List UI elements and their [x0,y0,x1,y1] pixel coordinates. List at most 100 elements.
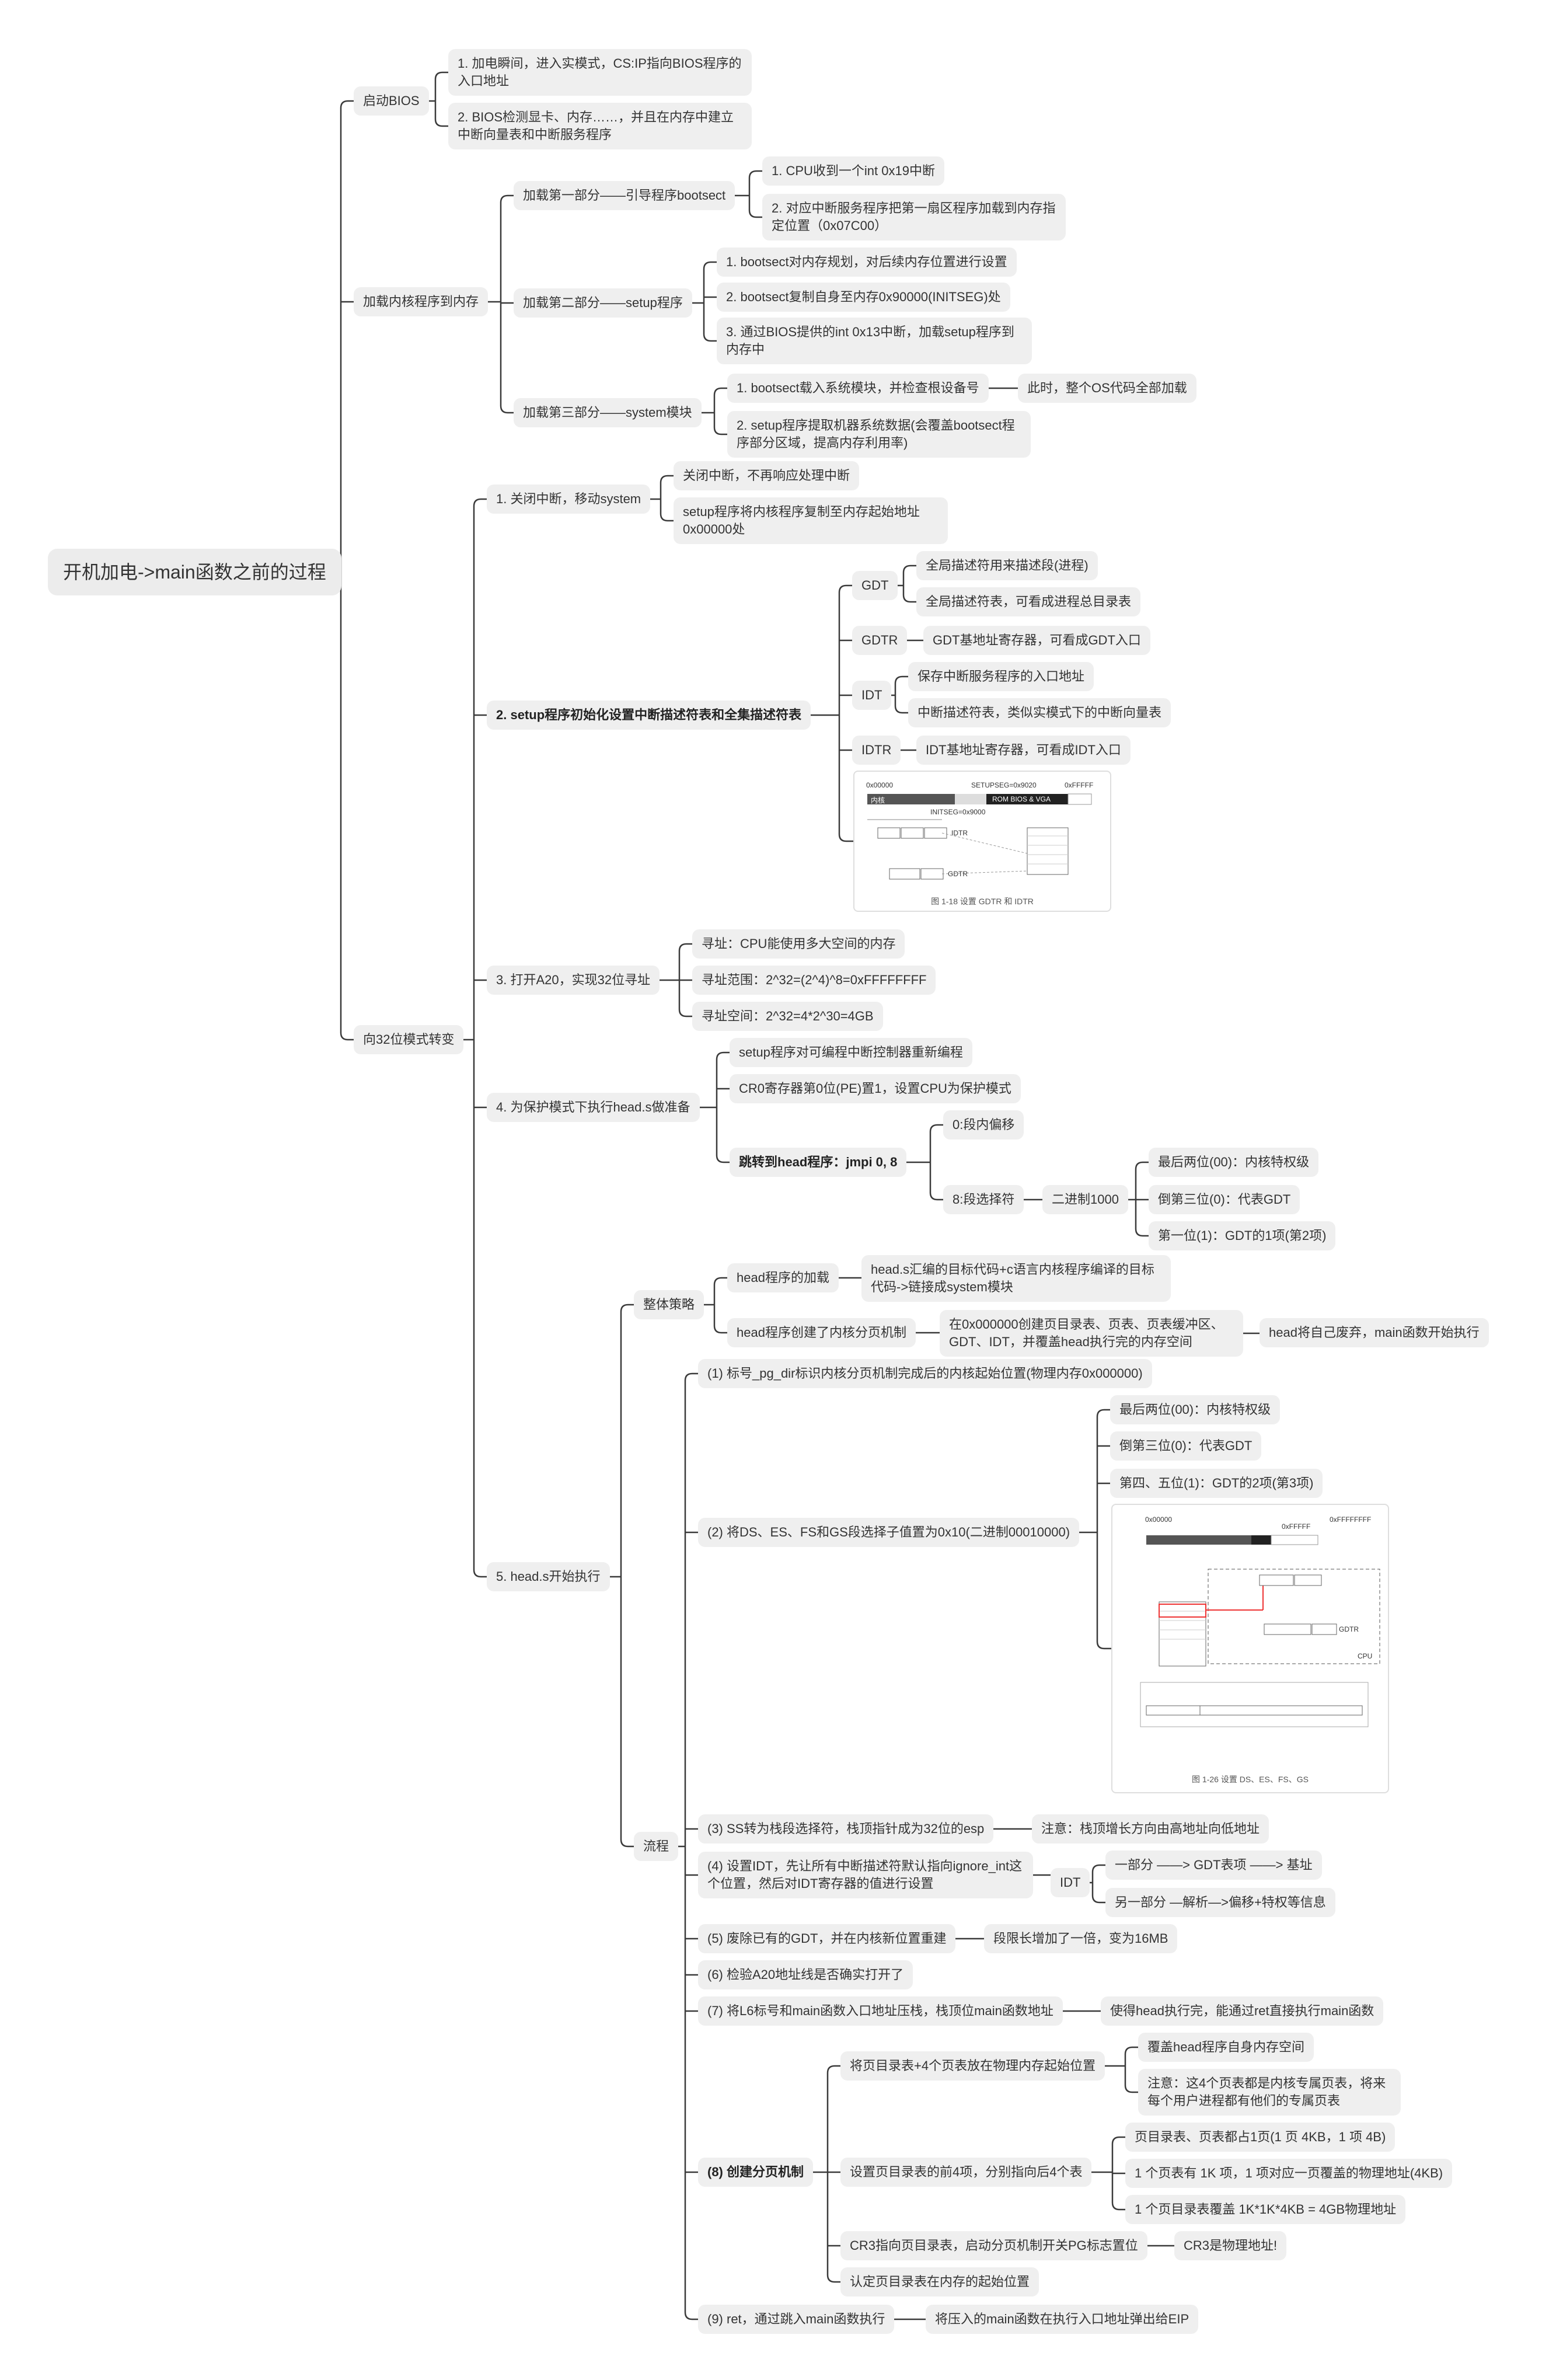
load-part3-node[interactable]: 加载第三部分——system模块 [514,398,702,427]
overall-strategy-node[interactable]: 整体策略 [634,1290,704,1319]
gdtr-item[interactable]: GDT基地址寄存器，可看成GDT入口 [923,626,1150,655]
connector [826,2065,835,2283]
flow-step-4-item-1[interactable]: 一部分 ——> GDT表项 ——> 基址 [1105,1851,1322,1880]
fig2-caption: 图 1-26 设置 DS、ES、FS、GS [1192,1775,1309,1784]
jump-offset[interactable]: 0:段内偏移 [943,1110,1024,1140]
part1-item-1[interactable]: 1. CPU收到一个int 0x19中断 [762,156,944,186]
step3-item-1[interactable]: 寻址：CPU能使用多大空间的内存 [692,929,905,959]
selector-bit-2[interactable]: 倒第三位(0)：代表GDT [1149,1185,1300,1214]
step1-item-1[interactable]: 关闭中断，不再响应处理中断 [674,461,860,490]
flow-step-8a[interactable]: 将页目录表+4个页表放在物理内存起始位置 [840,2051,1105,2081]
selector-bit-3[interactable]: 第一位(1)：GDT的1项(第2项) [1149,1221,1336,1250]
flow-step-8a-item-2[interactable]: 注意：这4个页表都是内核专属页表，将来每个用户进程都有他们的专属页表 [1138,2069,1401,2116]
flow-node[interactable]: 流程 [634,1832,679,1861]
flow-step-5-note[interactable]: 段限长增加了一倍，变为16MB [984,1924,1178,1953]
connector [703,261,711,342]
flow-step-4[interactable]: (4) 设置IDT，先让所有中断描述符默认指向ignore_int这个位置，然后… [698,1852,1033,1898]
fig2-cpu: CPU [1358,1652,1373,1660]
connector [902,564,911,603]
part2-item-1[interactable]: 1. bootsect对内存规划，对后续内存位置进行设置 [717,248,1017,277]
flow-step-9-note[interactable]: 将压入的main函数在执行入口地址弹出给EIP [926,2305,1199,2334]
flow-step-8b[interactable]: 设置页目录表的前4项，分别指向后4个表 [840,2158,1092,2187]
part3-note[interactable]: 此时，整个OS代码全部加载 [1018,374,1196,403]
flow-step-4-idt[interactable]: IDT [1051,1868,1090,1897]
connector [500,194,508,414]
idtr-node[interactable]: IDTR [852,736,901,765]
gdtr-node[interactable]: GDTR [852,626,908,655]
part3-item-2[interactable]: 2. setup程序提取机器系统数据(会覆盖bootsect程序部分区域，提高内… [727,411,1031,458]
flow-step-3[interactable]: (3) SS转为栈段选择符，栈顶指针成为32位的esp [698,1814,994,1844]
step4-node[interactable]: 4. 为保护模式下执行head.s做准备 [487,1093,700,1122]
mode32-node[interactable]: 向32位模式转变 [354,1025,464,1054]
flow-step-7[interactable]: (7) 将L6标号和main函数入口地址压栈，栈顶位main函数地址 [698,1996,1063,2026]
part2-item-2[interactable]: 2. bootsect复制自身至内存0x90000(INITSEG)处 [717,283,1010,312]
flow-step-8a-item-1[interactable]: 覆盖head程序自身内存空间 [1138,2033,1314,2062]
head-load-desc[interactable]: head.s汇编的目标代码+c语言内核程序编译的目标代码->链接成system模… [861,1255,1171,1302]
jump-selector[interactable]: 8:段选择符 [943,1185,1024,1214]
step4-jump-node[interactable]: 跳转到head程序：jmpi 0, 8 [730,1148,907,1177]
step1-node[interactable]: 1. 关闭中断，移动system [487,485,651,514]
head-load-node[interactable]: head程序的加载 [727,1263,839,1292]
root-node[interactable]: 开机加电->main函数之前的过程 [48,549,341,595]
step3-item-3[interactable]: 寻址空间：2^32=4*2^30=4GB [692,1002,883,1031]
flow-step-8c[interactable]: CR3指向页目录表，启动分页机制开关PG标志置位 [840,2231,1147,2260]
idt-item-1[interactable]: 保存中断服务程序的入口地址 [908,662,1094,691]
flow-step-1[interactable]: (1) 标号_pg_dir标识内核分页机制完成后的内核起始位置(物理内存0x00… [698,1359,1152,1388]
gdt-node[interactable]: GDT [852,571,898,600]
load-part2-node[interactable]: 加载第二部分——setup程序 [514,288,692,318]
flow-step-6[interactable]: (6) 检验A20地址线是否确实打开了 [698,1960,913,1989]
flow-step-9[interactable]: (9) ret，通过跳入main函数执行 [698,2305,895,2334]
flow-step-2-bit-3[interactable]: 第四、五位(1)：GDT的2项(第3项) [1110,1469,1323,1498]
head-paging-note[interactable]: head将自己废弃，main函数开始执行 [1260,1318,1489,1347]
flow-step-8d[interactable]: 认定页目录表在内存的起始位置 [840,2267,1039,2297]
idt-node[interactable]: IDT [852,681,892,710]
boot-bios-node[interactable]: 启动BIOS [354,86,429,116]
step2-node[interactable]: 2. setup程序初始化设置中断描述符表和全集描述符表 [487,701,811,730]
flow-step-7-note[interactable]: 使得head执行完，能通过ret直接执行main函数 [1101,1996,1384,2026]
flow-step-8c-note[interactable]: CR3是物理地址! [1174,2231,1287,2260]
part2-item-3[interactable]: 3. 通过BIOS提供的int 0x13中断，加载setup程序到内存中 [717,318,1032,364]
fig-addr-start: 0x00000 [866,781,894,789]
flow-step-2-bit-1[interactable]: 最后两位(00)：内核特权级 [1110,1395,1281,1424]
fig-kernel: 内核 [871,796,885,804]
connector [473,498,482,1578]
connector [929,1124,938,1201]
flow-step-8b-item-3[interactable]: 1 个页目录表覆盖 1K*1K*4KB = 4GB物理地址 [1125,2195,1406,2224]
gdt-item-2[interactable]: 全局描述符表，可看成进程总目录表 [916,587,1141,616]
boot-bios-item-1[interactable]: 1. 加电瞬间，进入实模式，CS:IP指向BIOS程序的入口地址 [448,49,752,96]
flow-step-3-note[interactable]: 注意：栈顶增长方向由高地址向低地址 [1032,1814,1269,1844]
flow-step-5[interactable]: (5) 废除已有的GDT，并在内核新位置重建 [698,1924,956,1953]
head-paging-desc[interactable]: 在0x000000创建页目录表、页表、页表缓冲区、GDT、IDT，并覆盖head… [940,1310,1243,1357]
step3-item-2[interactable]: 寻址范围：2^32=(2^4)^8=0xFFFFFFFF [692,966,936,995]
fig-gdtr: GDTR [948,870,968,878]
selector-bit-1[interactable]: 最后两位(00)：内核特权级 [1149,1148,1319,1177]
load-kernel-node[interactable]: 加载内核程序到内存 [354,287,489,316]
flow-step-8b-item-2[interactable]: 1 个页表有 1K 项，1 项对应一页覆盖的物理地址(4KB) [1125,2159,1453,2188]
connector [434,71,443,127]
boot-bios-item-2[interactable]: 2. BIOS检测显卡、内存……，并且在内存中建立中断向量表和中断服务程序 [448,103,752,149]
flow-step-8b-item-1[interactable]: 页目录表、页表都占1页(1 页 4KB，1 项 4B) [1125,2123,1396,2152]
step5-node[interactable]: 5. head.s开始执行 [487,1562,610,1591]
flow-step-2[interactable]: (2) 将DS、ES、FS和GS段选择子值置为0x10(二进制00010000) [698,1518,1080,1547]
load-part1-node[interactable]: 加载第一部分——引导程序bootsect [514,181,735,210]
connector [1124,2046,1133,2093]
gdt-item-1[interactable]: 全局描述符用来描述段(进程) [916,551,1098,580]
fig2-addr-end: 0xFFFFFFFF [1330,1515,1372,1524]
flow-step-8[interactable]: (8) 创建分页机制 [698,2158,814,2187]
flow-step-4-item-2[interactable]: 另一部分 —解析—>偏移+特权等信息 [1105,1888,1335,1917]
step4-item-2[interactable]: CR0寄存器第0位(PE)置1，设置CPU为保护模式 [730,1074,1021,1103]
part1-item-2[interactable]: 2. 对应中断服务程序把第一扇区程序加载到内存指定位置（0x07C00） [762,194,1066,241]
jump-binary[interactable]: 二进制1000 [1042,1185,1128,1214]
connector [838,584,847,842]
connector [660,475,668,522]
idt-item-2[interactable]: 中断描述符表，类似实模式下的中断向量表 [908,698,1171,727]
step4-item-1[interactable]: setup程序对可编程中断控制器重新编程 [730,1038,972,1067]
head-paging-node[interactable]: head程序创建了内核分页机制 [727,1318,916,1347]
flow-step-2-bit-2[interactable]: 倒第三位(0)：代表GDT [1110,1431,1262,1461]
fig2-gdtr: GDTR [1339,1625,1359,1633]
step3-node[interactable]: 3. 打开A20，实现32位寻址 [487,966,660,995]
part3-item-1[interactable]: 1. bootsect载入系统模块，并检查根设备号 [727,374,989,403]
idtr-item[interactable]: IDT基地址寄存器，可看成IDT入口 [916,736,1131,765]
fig-idtr: IDTR [951,829,968,837]
step1-item-2[interactable]: setup程序将内核程序复制至内存起始地址0x00000处 [674,497,948,544]
